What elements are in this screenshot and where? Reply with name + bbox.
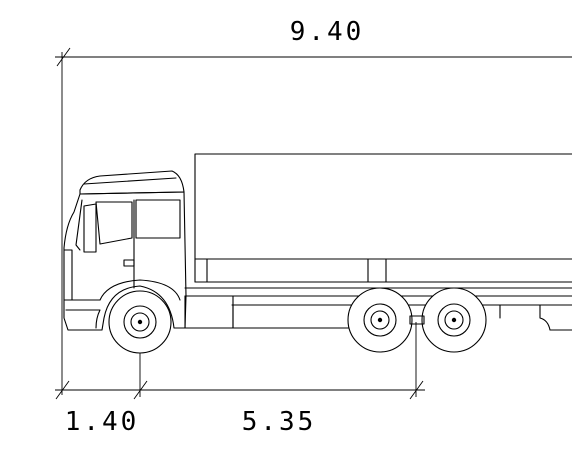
side-window	[95, 201, 133, 245]
front-wheel	[108, 290, 172, 354]
front-hub	[130, 312, 150, 332]
rear-wheel-2	[421, 287, 487, 353]
front-overhang-label: 1.40	[65, 407, 140, 437]
rear-bracket	[485, 304, 501, 319]
front-wheel-arch	[99, 279, 181, 301]
bottom-dimensions: 1.40 5.35	[55, 322, 425, 437]
front-tick	[55, 380, 70, 400]
tandem-axle-link	[409, 315, 425, 325]
rear-mudguard	[539, 304, 572, 331]
front-rim	[123, 305, 157, 339]
door-handle	[123, 259, 135, 267]
door-window	[135, 199, 181, 239]
cab-outline	[63, 191, 187, 331]
rear-axle-center-2	[451, 317, 457, 323]
quarter-glass	[83, 203, 97, 253]
wheelbase-label: 5.35	[242, 407, 317, 437]
cargo-body	[194, 153, 572, 283]
rear-axle-tick	[409, 380, 424, 400]
overall-length-dimension: 9.40	[55, 17, 572, 395]
windshield-edge	[75, 199, 83, 251]
rear-axle-center-1	[377, 317, 383, 323]
overall-dimension-tick	[56, 47, 71, 67]
grille	[63, 249, 73, 301]
rear-rim-2	[437, 303, 471, 337]
spoiler-line	[83, 177, 177, 185]
rear-hub-2	[444, 310, 464, 330]
overall-length-label: 9.40	[290, 17, 365, 47]
bumper	[65, 309, 101, 329]
front-axle-tick	[133, 380, 148, 400]
roof-spoiler	[79, 170, 185, 195]
fuel-tank	[184, 295, 234, 329]
cab	[63, 170, 187, 331]
rear-wheel-1	[347, 287, 413, 353]
front-axle-center	[137, 319, 143, 325]
rear-hub-1	[370, 310, 390, 330]
rear-rim-1	[363, 303, 397, 337]
cargo-box	[194, 153, 572, 283]
